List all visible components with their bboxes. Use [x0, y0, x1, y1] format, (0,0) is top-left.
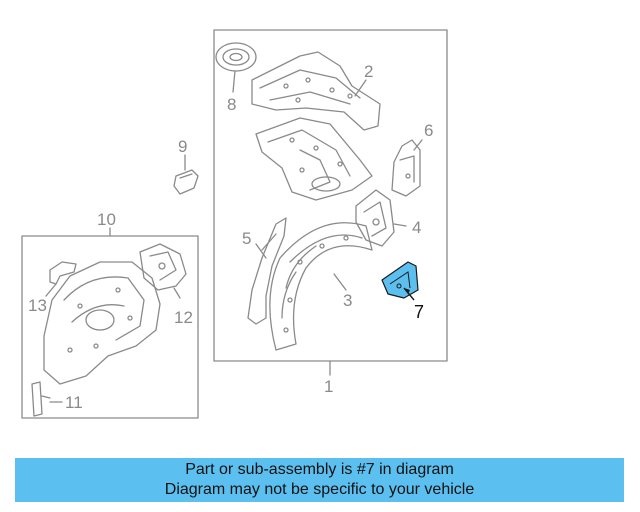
banner-line-2: Diagram may not be specific to your vehi…: [164, 481, 475, 498]
callout-6: 6: [424, 121, 433, 140]
callout-8: 8: [227, 95, 236, 114]
callout-10: 10: [97, 210, 116, 229]
part-10-wheelhouse: [43, 261, 161, 385]
info-banner: Part or sub-assembly is #7 in diagram Di…: [15, 458, 624, 502]
banner-line-1: Part or sub-assembly is #7 in diagram: [185, 461, 454, 478]
center-inner-panel: [255, 117, 373, 201]
callout-4: 4: [412, 218, 421, 237]
part-5-pillar: [247, 217, 287, 325]
callout-13: 13: [28, 296, 47, 315]
part-4-bracket: [355, 189, 407, 247]
part-3-wheel-arch: [269, 222, 373, 351]
part-7-highlighted[interactable]: [381, 261, 419, 301]
part-13-clip: [45, 261, 77, 297]
callout-3: 3: [343, 291, 352, 310]
part-9-clip: [173, 154, 199, 195]
part-11-bracket: [31, 381, 63, 417]
callout-1: 1: [324, 377, 333, 396]
callout-12: 12: [174, 308, 193, 327]
part-12-bracket: [139, 243, 187, 299]
callout-9: 9: [178, 137, 187, 156]
part-8-gasket: [215, 42, 257, 93]
callout-2: 2: [364, 62, 373, 81]
part-2-upper-rail: [251, 51, 381, 131]
part-6-bracket: [391, 139, 423, 197]
callout-11: 11: [65, 393, 83, 412]
callout-7: 7: [414, 302, 424, 322]
callout-5: 5: [242, 229, 251, 248]
